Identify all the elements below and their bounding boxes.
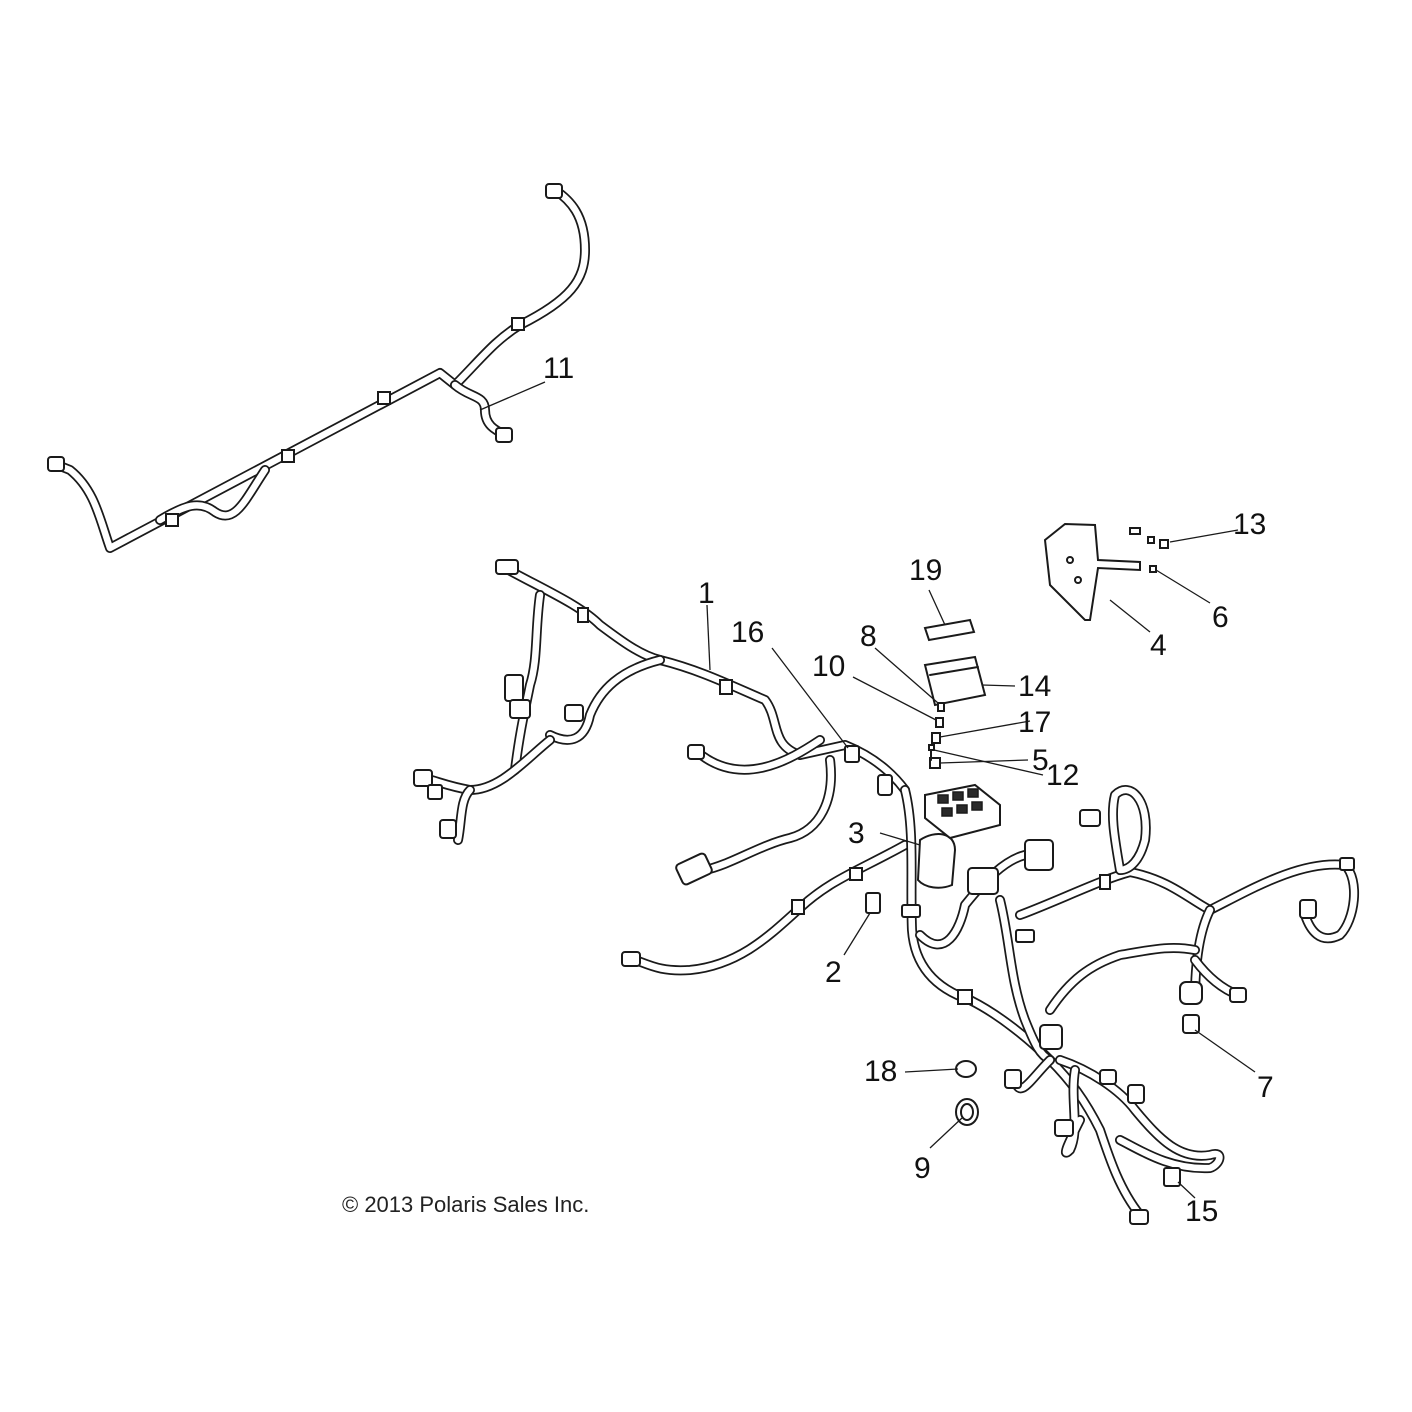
connector [1127, 1084, 1145, 1104]
clip [281, 449, 295, 463]
clip [901, 904, 921, 918]
connector [1079, 809, 1101, 827]
connector [1054, 1119, 1074, 1137]
part-13-screw [1129, 527, 1169, 549]
connector [439, 819, 457, 839]
callout-3: 3 [848, 817, 865, 850]
part-16-connector [844, 745, 860, 763]
part-15-relay [1163, 1167, 1181, 1187]
copyright-notice: © 2013 Polaris Sales Inc. [342, 1192, 590, 1217]
callout-12: 12 [1046, 759, 1079, 792]
connector [427, 784, 443, 800]
connector [1024, 839, 1054, 871]
callout-19: 19 [909, 554, 942, 587]
connector [1099, 1069, 1117, 1085]
clip [1099, 874, 1111, 890]
callout-13: 13 [1233, 508, 1266, 541]
clip [577, 607, 589, 623]
connector [1229, 987, 1247, 1003]
connector [509, 699, 531, 719]
clip [957, 989, 973, 1005]
connector [621, 951, 641, 967]
callout-8: 8 [860, 620, 877, 653]
connector [1299, 899, 1317, 919]
clip [1039, 1024, 1063, 1050]
part-10-fuse [935, 717, 944, 728]
callout-9: 9 [914, 1152, 931, 1185]
connector [1179, 981, 1203, 1005]
clip [791, 899, 805, 915]
callout-labels: 1 2 3 4 5 6 7 8 9 10 11 12 13 14 15 16 1… [543, 352, 1274, 1228]
callout-5: 5 [1032, 744, 1049, 777]
callout-17: 17 [1018, 706, 1051, 739]
leader-lines [479, 381, 1256, 1199]
callout-4: 4 [1150, 629, 1167, 662]
connector [504, 674, 524, 702]
connector [47, 456, 65, 472]
connector [1129, 1209, 1149, 1225]
connector [495, 559, 519, 575]
callout-18: 18 [864, 1055, 897, 1088]
connector [1339, 857, 1355, 871]
clip [1015, 929, 1035, 943]
clip [511, 317, 525, 331]
main-harness-1 [413, 559, 1360, 1225]
clip [877, 774, 893, 796]
callout-11: 11 [543, 352, 574, 385]
callout-6: 6 [1212, 601, 1229, 634]
connector [545, 183, 563, 199]
connector [967, 867, 999, 895]
clip [377, 391, 391, 405]
part-7-connector [1182, 1014, 1200, 1034]
callout-10: 10 [812, 650, 845, 683]
clip [719, 679, 733, 695]
part-19-fuse-cover-label [923, 618, 976, 642]
part-6-nut [1149, 565, 1157, 573]
connector [1004, 1069, 1022, 1089]
callout-16: 16 [731, 616, 764, 649]
connector [413, 769, 433, 787]
connector [495, 427, 513, 443]
fuse-box-12 [924, 783, 1001, 840]
connector [687, 744, 705, 760]
part-17-fuse [931, 732, 941, 744]
clip [849, 867, 863, 881]
part-14-fuse-box-cover [923, 655, 987, 707]
part-12-screw [928, 744, 935, 761]
callout-14: 14 [1018, 670, 1051, 703]
callout-7: 7 [1257, 1071, 1274, 1104]
connector [675, 852, 713, 886]
connector [564, 704, 584, 722]
callout-15: 15 [1185, 1195, 1218, 1228]
clip [165, 513, 179, 527]
callout-1: 1 [698, 577, 715, 610]
part-8-fuse [937, 702, 945, 712]
part-2-relay [865, 892, 881, 914]
bracket-3 [916, 833, 957, 889]
part-4-bracket [1043, 522, 1141, 621]
rear-harness-11 [47, 183, 590, 553]
callout-2: 2 [825, 956, 842, 989]
part-18-grommet [955, 1060, 977, 1078]
